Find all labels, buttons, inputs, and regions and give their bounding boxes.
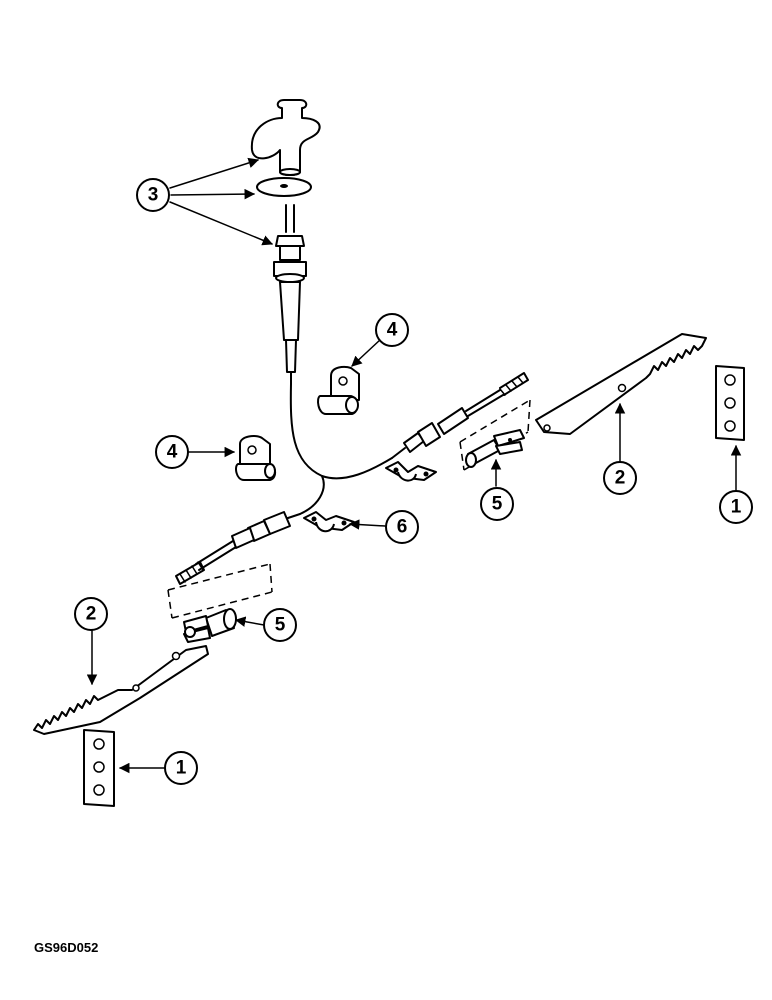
serrated-bar-left <box>33 645 209 735</box>
callout-1-left-label: 1 <box>176 758 187 779</box>
leader-lines <box>86 157 742 774</box>
callout-2-left: 2 <box>74 597 108 631</box>
control-knob-handle <box>250 99 321 176</box>
cable-clamp-lower <box>235 435 276 481</box>
callout-5-right: 5 <box>480 487 514 521</box>
callout-1-left: 1 <box>164 751 198 785</box>
clevis-left <box>167 563 273 643</box>
callout-1-right: 1 <box>719 490 753 524</box>
saddle-clip-upper <box>385 461 437 482</box>
callout-2-left-label: 2 <box>86 604 97 625</box>
washer <box>256 177 312 197</box>
callout-3-label: 3 <box>148 185 159 206</box>
callout-4-lower: 4 <box>155 435 189 469</box>
callout-4-lower-label: 4 <box>167 442 178 463</box>
clevis-right <box>459 399 531 471</box>
serrated-bar-right <box>535 333 707 435</box>
callout-3: 3 <box>136 178 170 212</box>
callout-4-upper: 4 <box>375 313 409 347</box>
mounting-plate-right <box>715 365 745 441</box>
callout-5-left: 5 <box>263 608 297 642</box>
callout-6: 6 <box>385 510 419 544</box>
callout-2-right: 2 <box>603 461 637 495</box>
callout-5-right-label: 5 <box>492 494 503 515</box>
control-cable-upper-fitting <box>273 204 307 385</box>
callout-2-right-label: 2 <box>615 468 626 489</box>
cable-clamp-upper <box>317 366 360 415</box>
diagram-code: GS96D052 <box>34 940 98 955</box>
control-cable <box>175 372 529 585</box>
callout-1-right-label: 1 <box>731 497 742 518</box>
mounting-plate-left <box>83 729 115 807</box>
callout-5-left-label: 5 <box>275 615 286 636</box>
callout-4-upper-label: 4 <box>387 320 398 341</box>
callout-6-label: 6 <box>397 517 408 538</box>
saddle-clip-lower <box>303 511 355 533</box>
